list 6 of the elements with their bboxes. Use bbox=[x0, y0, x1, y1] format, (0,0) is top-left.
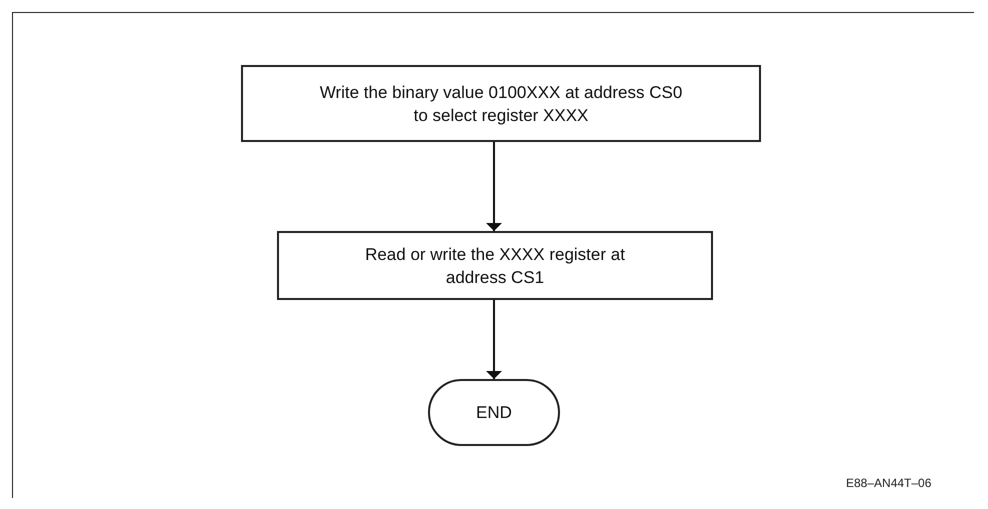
node-text: END bbox=[475, 402, 513, 424]
node-text: Read or write the XXXX register at address CS1 bbox=[364, 244, 626, 288]
figure-number: E88–AN44T–06 bbox=[846, 476, 932, 490]
process-box bbox=[277, 231, 713, 300]
process-box bbox=[241, 65, 761, 142]
node-text: Write the binary value 0100XXX at address CS0 to select register XXXX bbox=[318, 82, 684, 126]
